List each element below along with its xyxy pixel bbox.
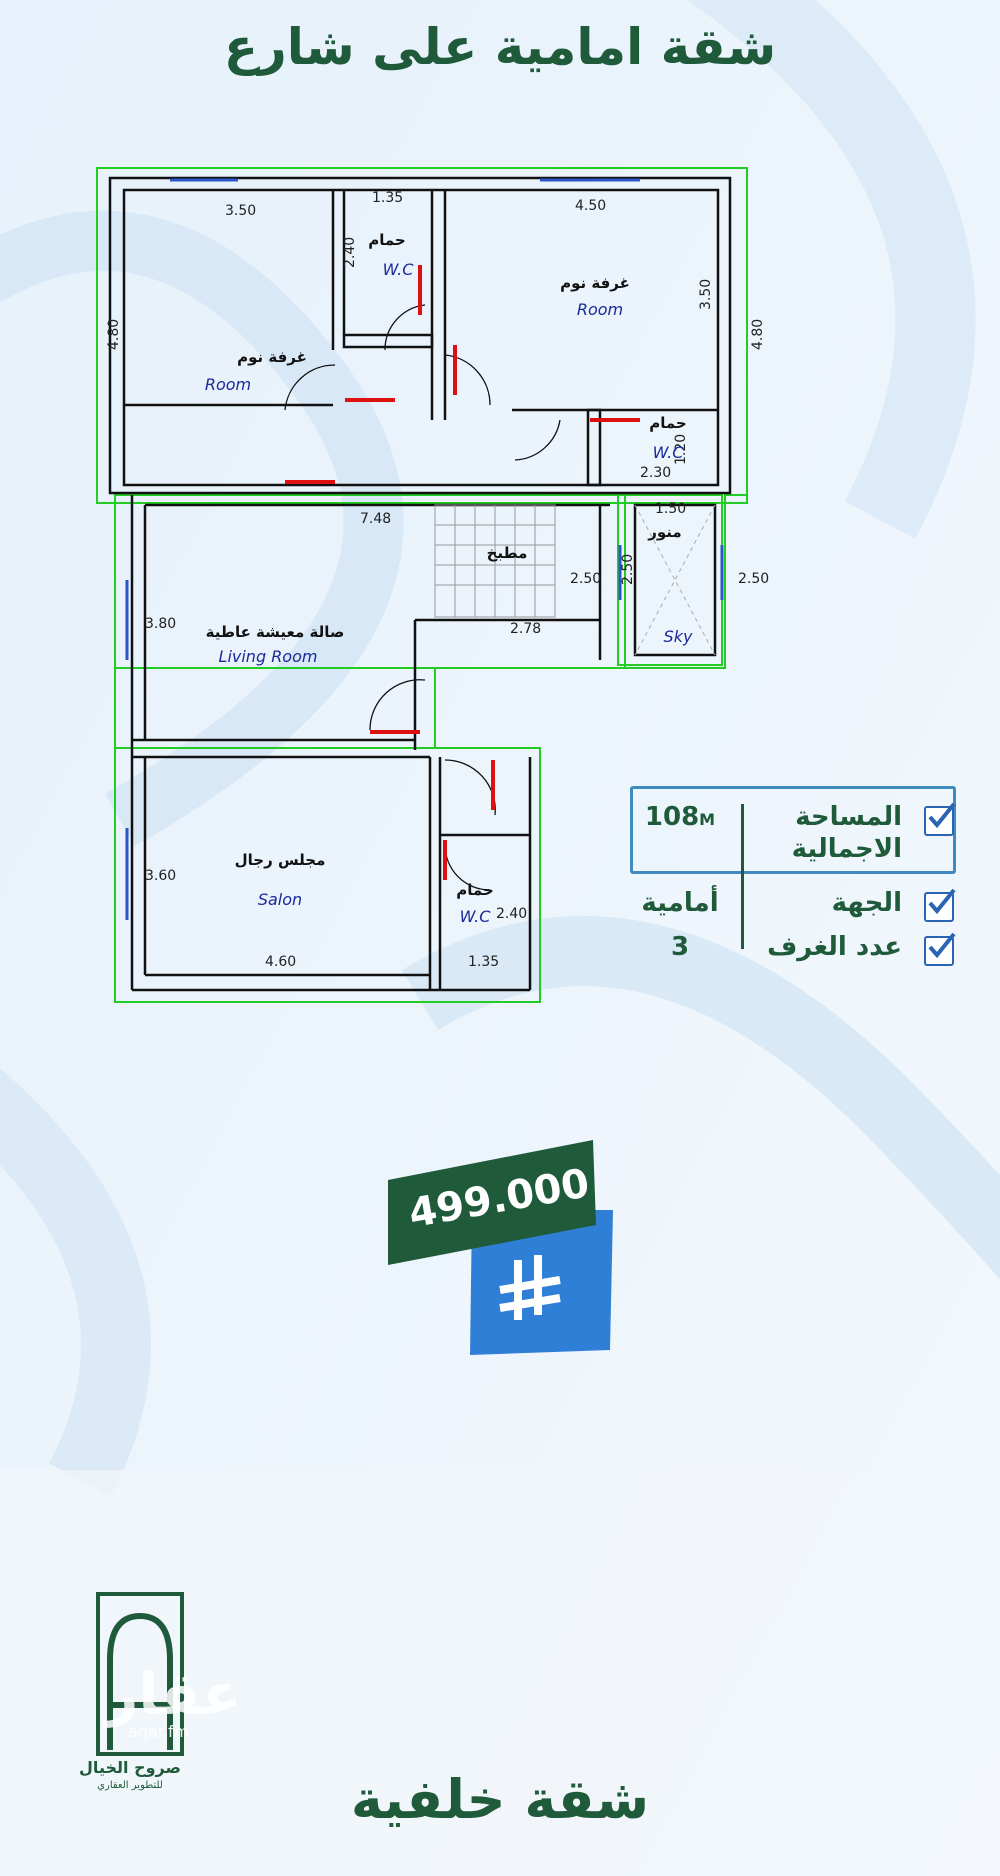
svg-text:حمام: حمام xyxy=(368,231,406,249)
spec-divider xyxy=(741,804,744,949)
svg-text:غرفة نوم: غرفة نوم xyxy=(560,274,630,292)
checkbox-rooms-icon xyxy=(924,932,956,966)
area-label: المساحة xyxy=(795,802,902,832)
svg-text:4.60: 4.60 xyxy=(265,954,296,970)
price-badge: 499.000 xyxy=(388,1140,618,1360)
svg-text:4.80: 4.80 xyxy=(750,319,766,350)
kitchen-tiles xyxy=(434,504,556,618)
svg-text:4.50: 4.50 xyxy=(575,198,606,214)
floor-plan: 3.50 1.35 4.50 2.40 4.80 3.50 4.80 1.20 … xyxy=(96,167,769,1003)
svg-text:3.60: 3.60 xyxy=(145,868,176,884)
checkbox-direction-icon xyxy=(924,888,956,922)
svg-text:W.C: W.C xyxy=(383,260,415,279)
svg-text:منور: منور xyxy=(647,523,681,541)
svg-text:W.C: W.C xyxy=(460,907,492,926)
direction-label: الجهة xyxy=(831,888,902,918)
area-box xyxy=(630,786,956,874)
svg-text:3.50: 3.50 xyxy=(698,279,714,310)
rooms-value: 3 xyxy=(670,932,690,962)
svg-text:مجلس رجال: مجلس رجال xyxy=(235,851,326,869)
svg-text:2.50: 2.50 xyxy=(738,571,769,587)
checkbox-area-icon xyxy=(924,802,956,836)
rooms-label: عدد الغرف xyxy=(767,932,902,962)
svg-text:1.20: 1.20 xyxy=(673,434,689,465)
area-value: 108M xyxy=(644,802,716,832)
svg-text:Room: Room xyxy=(205,375,251,394)
svg-text:1.35: 1.35 xyxy=(372,190,403,206)
svg-text:4.80: 4.80 xyxy=(106,319,122,350)
svg-text:3.50: 3.50 xyxy=(225,203,256,219)
plan-outline xyxy=(96,167,748,1003)
door-leaves xyxy=(285,265,640,880)
svg-text:Room: Room xyxy=(577,300,623,319)
svg-text:2.50: 2.50 xyxy=(570,571,601,587)
svg-text:2.30: 2.30 xyxy=(640,465,671,481)
svg-text:2.78: 2.78 xyxy=(510,621,541,637)
brand-subtitle: للتطوير العقاري xyxy=(97,1780,163,1791)
svg-text:صالة معيشة عاطية: صالة معيشة عاطية xyxy=(206,623,345,641)
svg-text:حمام: حمام xyxy=(456,881,494,899)
spec-row-rooms: 3 عدد الغرف xyxy=(630,926,960,966)
windows xyxy=(125,178,724,920)
spec-row-area-line2: الاجمالية xyxy=(630,830,960,870)
svg-text:Salon: Salon xyxy=(258,890,302,909)
doors xyxy=(284,304,561,891)
svg-text:1.35: 1.35 xyxy=(468,954,499,970)
dimension-labels: 3.50 1.35 4.50 2.40 4.80 3.50 4.80 1.20 … xyxy=(106,190,769,970)
svg-text:Sky: Sky xyxy=(664,627,693,646)
svg-text:2.40: 2.40 xyxy=(496,906,527,922)
page-title: شقة امامية على شارع xyxy=(223,18,777,76)
svg-text:غرفة نوم: غرفة نوم xyxy=(237,348,307,366)
room-labels: غرفة نوم Room حمام W.C غرفة نوم Room حما… xyxy=(205,231,693,926)
svg-text:Living Room: Living Room xyxy=(219,647,318,666)
svg-text:7.48: 7.48 xyxy=(360,511,391,527)
watermark-logo: عقار xyxy=(105,1660,242,1728)
svg-text:2.50: 2.50 xyxy=(620,554,636,585)
svg-text:2.40: 2.40 xyxy=(342,237,358,268)
area-label-2: الاجمالية xyxy=(791,834,902,864)
svg-text:1.50: 1.50 xyxy=(655,501,686,517)
svg-text:3.80: 3.80 xyxy=(145,616,176,632)
svg-text:W.C: W.C xyxy=(653,443,685,462)
bottom-title: شقة خلفية xyxy=(350,1768,650,1831)
brand-name: صروح الخيال xyxy=(79,1758,181,1777)
brand-logo xyxy=(70,1590,220,1760)
walls xyxy=(108,176,732,992)
spec-row-area: 108M المساحة xyxy=(630,796,960,836)
saudi-riyal-icon xyxy=(499,1255,561,1320)
spec-row-direction: أمامية الجهة xyxy=(630,882,960,922)
svg-text:حمام: حمام xyxy=(649,414,687,432)
direction-value: أمامية xyxy=(641,888,719,918)
watermark-url: aqar.fm xyxy=(128,1722,190,1741)
svg-text:مطبخ: مطبخ xyxy=(487,544,528,562)
